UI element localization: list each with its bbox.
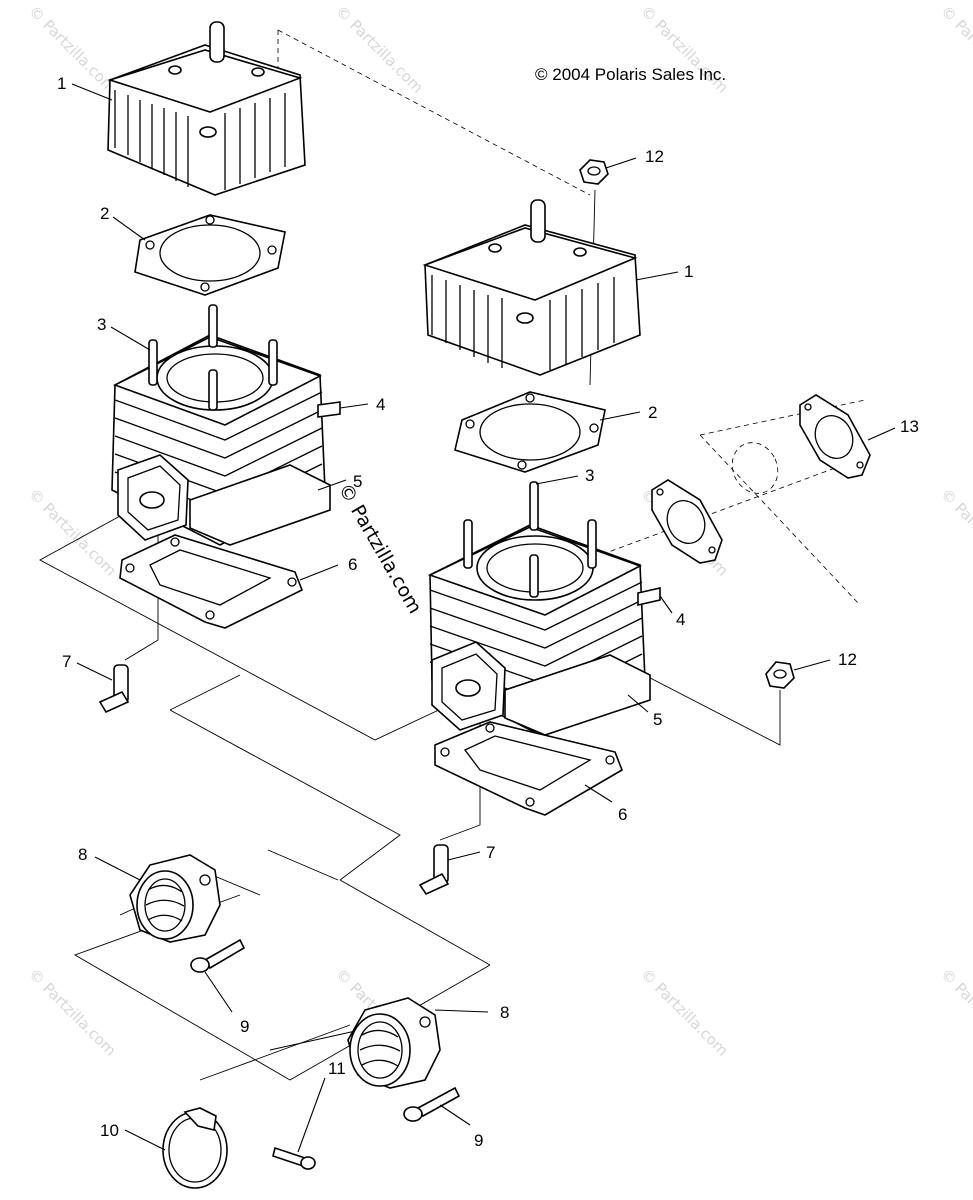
leader-line: [599, 411, 641, 421]
callout-1-left: 1: [57, 74, 66, 93]
leader-line: [76, 662, 113, 681]
callout-9-right: 9: [474, 1131, 483, 1150]
leader-line: [867, 427, 896, 441]
callout-6-right: 6: [618, 805, 627, 824]
clamp-screw: [272, 1146, 316, 1170]
watermark-tile: © Partzilla.com: [332, 2, 427, 97]
callout-10: 10: [100, 1121, 119, 1140]
leader-line: [434, 1009, 489, 1013]
leader-line: [204, 971, 233, 1013]
base-gasket-right: [434, 721, 623, 816]
leader-line: [317, 479, 347, 491]
leader-line: [605, 157, 637, 169]
exhaust-gaskets: [651, 394, 871, 564]
leader-line: [299, 564, 339, 581]
leader-line: [297, 1077, 326, 1153]
callout-3-right: 3: [585, 466, 594, 485]
watermark-tile: © Partzilla.com: [937, 2, 973, 97]
head-gasket-right: [454, 391, 606, 473]
fitting-left: [98, 664, 130, 714]
leader-line: [659, 595, 673, 614]
flange-nut-top: [579, 159, 609, 185]
callout-13: 13: [900, 417, 919, 436]
head-gasket-left: [134, 214, 286, 296]
watermark-center: © Partzilla.com: [334, 480, 426, 618]
leader-line: [339, 403, 369, 409]
callout-3-left: 3: [97, 315, 106, 334]
copyright-text: © 2004 Polaris Sales Inc.: [535, 65, 726, 84]
callout-11: 11: [328, 1059, 346, 1078]
screw-right: [403, 1086, 461, 1122]
leader-line: [447, 851, 481, 861]
leader-line: [94, 856, 141, 881]
watermark-tile: © Partzilla.com: [937, 965, 973, 1060]
callout-12-right: 12: [838, 650, 857, 669]
screw-left: [190, 938, 246, 973]
fitting-right: [418, 844, 450, 896]
intake-adapter-right: [347, 997, 441, 1089]
callout-8-right: 8: [500, 1003, 509, 1022]
hose-clamp: [162, 1107, 228, 1189]
callout-7-right: 7: [486, 843, 495, 862]
callout-12-top: 12: [645, 147, 664, 166]
callout-6-left: 6: [348, 555, 357, 574]
callout-8-left: 8: [78, 845, 87, 864]
leader-line: [71, 83, 113, 101]
callout-5-right: 5: [653, 710, 662, 729]
base-gasket-left: [119, 534, 304, 629]
leader-line: [439, 1104, 471, 1126]
callout-4-right: 4: [676, 610, 685, 629]
callout-4-left: 4: [376, 395, 385, 414]
cylinder-head-left: [107, 21, 306, 196]
callout-2-right: 2: [648, 403, 657, 422]
callout-7-left: 7: [62, 652, 71, 671]
callout-2-left: 2: [100, 204, 109, 223]
cylinder-right: [427, 481, 661, 736]
leader-line: [110, 326, 151, 351]
flange-nut-right: [765, 661, 795, 689]
cylinder-left: [111, 304, 341, 546]
alignment-guides: [39, 189, 781, 1081]
callout-5-left: 5: [353, 472, 362, 491]
watermark-tile: © Partzilla.com: [25, 965, 120, 1060]
leader-line: [584, 784, 613, 803]
callout-1-right: 1: [684, 262, 693, 281]
cylinder-head-right: [422, 199, 641, 376]
callout-9-left: 9: [240, 1017, 249, 1036]
leader-line: [124, 1129, 166, 1151]
leader-line: [535, 475, 579, 485]
leader-line: [112, 216, 146, 241]
leader-line: [635, 271, 679, 281]
leader-line: [793, 659, 831, 671]
intake-adapter-left: [129, 854, 221, 943]
watermark-tile: © Partzilla.com: [25, 485, 120, 580]
watermark-tile: © Partzilla.com: [937, 485, 973, 580]
leader-line: [627, 694, 649, 713]
watermark-tile: © Partzilla.com: [25, 2, 120, 97]
watermark-tile: © Partzilla.com: [637, 965, 732, 1060]
